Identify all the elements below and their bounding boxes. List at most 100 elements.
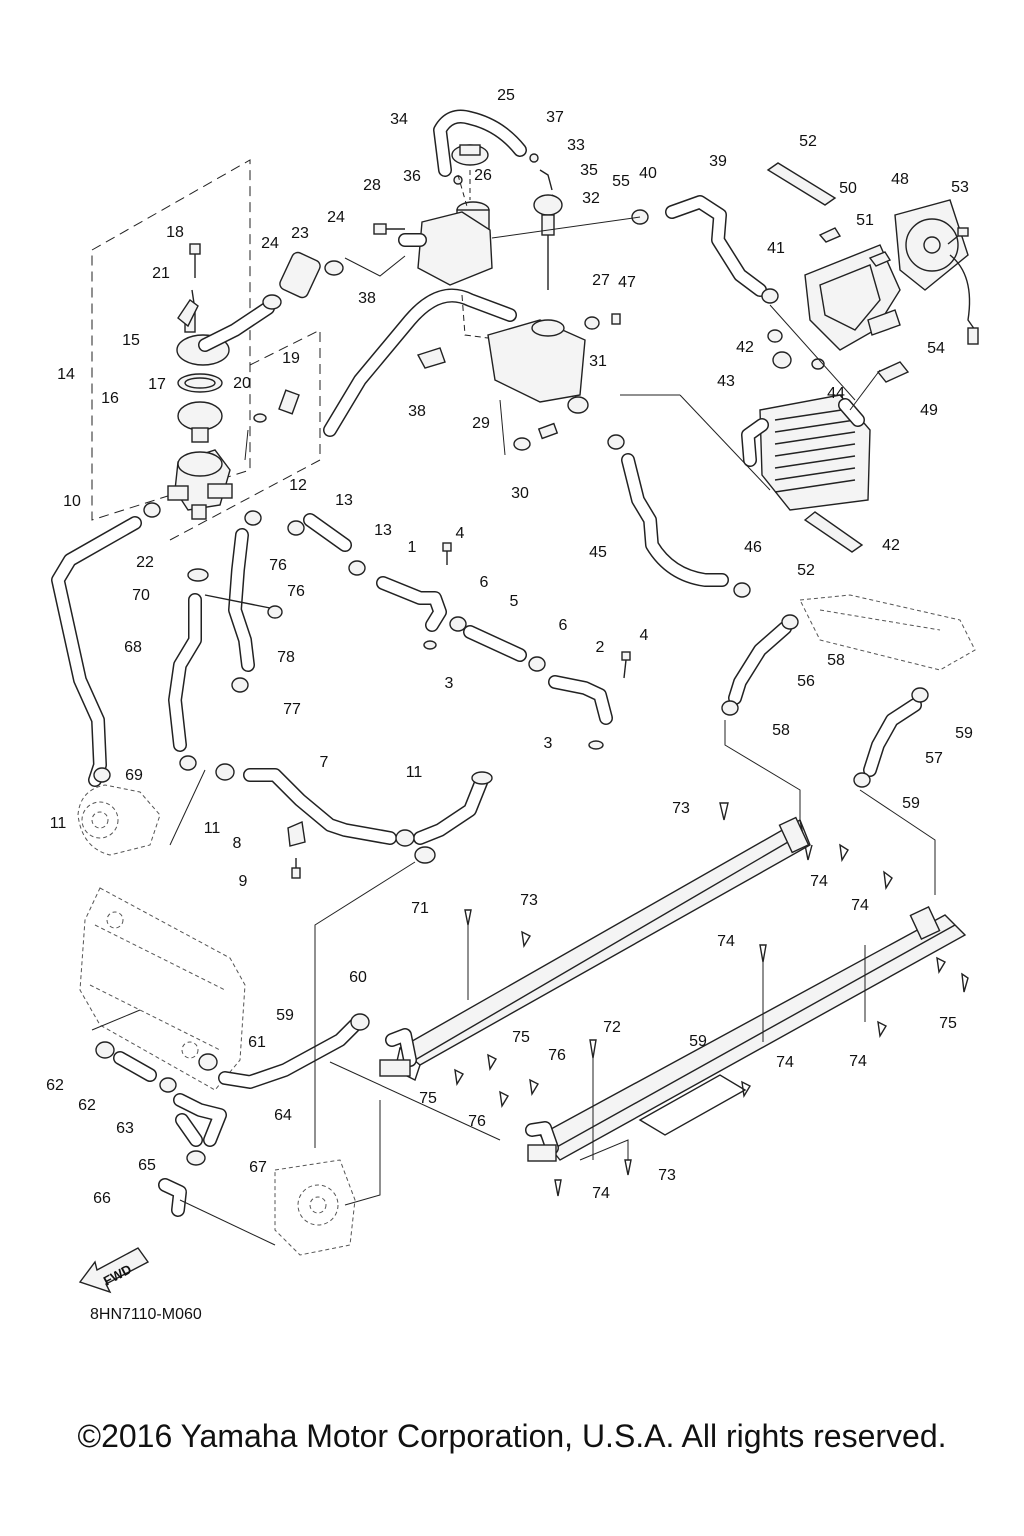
callout-34: 34	[390, 111, 408, 128]
hose-70	[168, 593, 202, 752]
bracket-21	[177, 298, 199, 328]
engine-phantom	[79, 887, 246, 1091]
callout-67: 67	[249, 1159, 267, 1176]
callout-64: 64	[274, 1107, 292, 1124]
callout-20: 20	[233, 375, 251, 392]
washer-20	[253, 413, 267, 423]
callout-1: 1	[408, 539, 417, 556]
callout-28: 28	[363, 177, 381, 194]
callout-25: 25	[497, 87, 515, 104]
callout-57: 57	[925, 750, 943, 767]
callout-2: 2	[596, 639, 605, 656]
clips-52	[818, 227, 892, 267]
callout-30: 30	[511, 485, 529, 502]
hose-5	[463, 625, 527, 662]
callout-10: 10	[63, 493, 81, 510]
callout-26: 26	[474, 167, 492, 184]
callout-3: 3	[544, 735, 553, 752]
hose-63	[113, 1051, 157, 1082]
upper-tank	[398, 211, 493, 286]
callout-42: 42	[882, 537, 900, 554]
callout-51: 51	[856, 212, 874, 229]
callout-39: 39	[709, 153, 727, 170]
bracket-56	[867, 309, 901, 336]
hose-77	[204, 528, 271, 672]
callout-74: 74	[851, 897, 869, 914]
callout-70: 70	[132, 587, 150, 604]
reservoir-cap-25	[451, 144, 489, 166]
callout-38: 38	[358, 290, 376, 307]
pump-housing-phantom	[274, 1159, 356, 1256]
callout-62: 62	[78, 1097, 96, 1114]
hose-23	[279, 251, 321, 299]
callout-4: 4	[640, 627, 649, 644]
clamps-48-49	[607, 434, 751, 598]
callout-74: 74	[849, 1053, 867, 1070]
heat-exchanger-57	[379, 816, 813, 1081]
callout-76: 76	[548, 1047, 566, 1064]
o-rings-3	[423, 640, 604, 750]
callout-66: 66	[93, 1190, 111, 1207]
leader-lines	[91, 170, 936, 1246]
callout-40: 40	[639, 165, 657, 182]
pipe-66	[173, 1093, 227, 1147]
thermostat-cover	[176, 289, 275, 366]
callout-75: 75	[939, 1015, 957, 1032]
callout-52: 52	[799, 133, 817, 150]
reservoir-tank-30	[487, 319, 586, 403]
bolt-55	[947, 227, 969, 245]
callout-17: 17	[148, 376, 166, 393]
callout-44: 44	[827, 385, 845, 402]
callout-3: 3	[445, 675, 454, 692]
grommet-33	[567, 396, 589, 414]
callout-50: 50	[839, 180, 857, 197]
callout-11: 11	[50, 815, 67, 832]
callout-71: 71	[411, 900, 429, 917]
thermostat-housing	[167, 449, 233, 520]
callout-77: 77	[283, 701, 301, 718]
callout-5: 5	[510, 593, 519, 610]
callout-74: 74	[592, 1185, 610, 1202]
callout-65: 65	[138, 1157, 156, 1174]
elbow-68	[158, 1178, 187, 1217]
clamps-11	[215, 763, 415, 847]
collar-31-bolt-32	[513, 422, 559, 451]
callout-7: 7	[320, 754, 329, 771]
callout-33: 33	[567, 137, 585, 154]
clamp-69	[186, 1150, 206, 1166]
callout-11: 11	[406, 764, 423, 781]
callout-13: 13	[335, 492, 353, 509]
callout-16: 16	[101, 390, 119, 407]
callout-76: 76	[287, 583, 305, 600]
pipe-2	[548, 675, 613, 725]
bolt-18	[189, 243, 201, 278]
callout-73: 73	[672, 800, 690, 817]
callout-9: 9	[239, 873, 248, 890]
clamps-62	[198, 1013, 370, 1071]
pipe-7	[243, 768, 493, 864]
clamps-left	[93, 502, 283, 783]
seal-53	[766, 162, 837, 206]
clamps-59	[721, 614, 929, 788]
heat-exchanger-phantom	[799, 594, 976, 671]
bolt-28	[373, 223, 405, 235]
hose-61	[218, 1018, 362, 1089]
callout-69: 69	[125, 767, 143, 784]
thermostat	[177, 401, 223, 443]
callout-72: 72	[603, 1019, 621, 1036]
bolts-4	[442, 542, 631, 679]
callout-12: 12	[289, 477, 307, 494]
callout-22: 22	[136, 554, 154, 571]
callout-19: 19	[282, 350, 300, 367]
callout-76: 76	[269, 557, 287, 574]
callout-73: 73	[520, 892, 538, 909]
callout-76: 76	[468, 1113, 486, 1130]
callout-59: 59	[955, 725, 973, 742]
water-pump-phantom	[77, 784, 161, 856]
callout-35: 35	[580, 162, 598, 179]
callout-45: 45	[589, 544, 607, 561]
callout-15: 15	[122, 332, 140, 349]
callout-31: 31	[589, 353, 607, 370]
